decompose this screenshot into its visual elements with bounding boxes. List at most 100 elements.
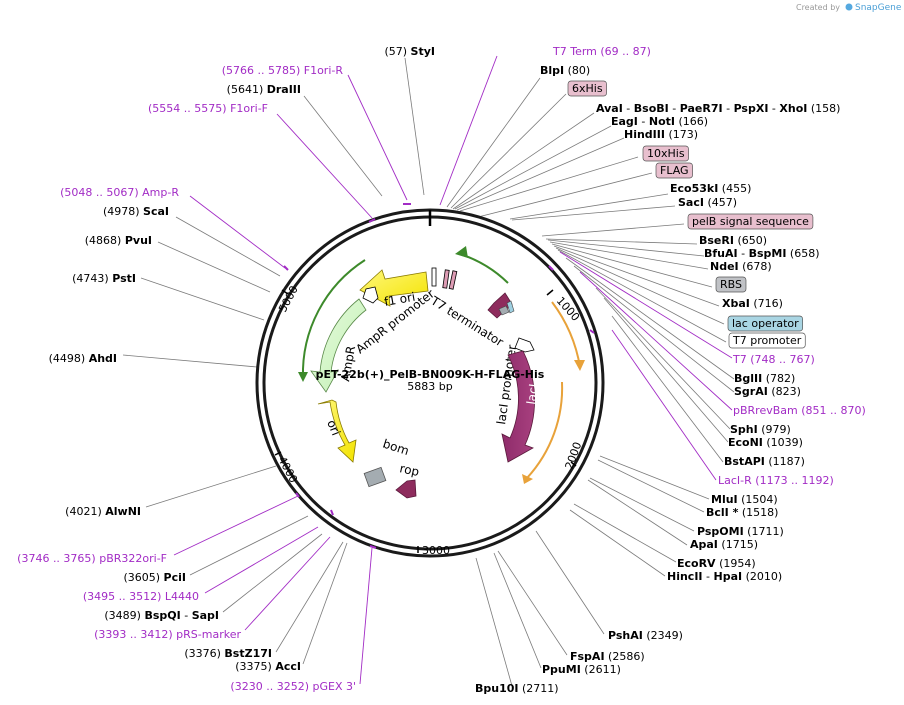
lead-ndei [549,241,709,270]
site-label-part: - [638,115,649,128]
site-label-part: (748 .. 767) [747,353,815,366]
site-label-part: (1039) [763,436,803,449]
lead-sgrai [573,265,735,393]
site-label-part: BseRI [699,234,734,247]
lead-saci [511,205,676,221]
site-label-text: BstAPI (1187) [724,455,805,468]
site-label-part: SgrAI [734,385,768,398]
site-label-part: (3393 .. 3412) [94,628,176,641]
right-site-label-29: EcoRV (1954) [677,557,756,570]
site-label-part: (69 .. 87) [597,45,651,58]
site-label-part: - [623,102,634,115]
left-site-label-6: (4978) ScaI [103,205,169,218]
site-label-text: EcoRV (1954) [677,557,756,570]
scale-tick-4000 [274,451,282,456]
t7-terminator-outer-arc [459,253,509,284]
left-site-label-13: (3495 .. 3512) L4440 [83,590,199,603]
right-site-label-4: HindIII (173) [624,128,698,141]
feature-box-label: RBS [720,278,742,291]
site-label-part: (650) [734,234,767,247]
site-label-part: AhdI [89,352,117,365]
site-label-part: PstI [112,272,136,285]
site-label-part: BfuAI [704,247,738,260]
right-site-label-6: FLAG [655,162,693,179]
lead-bspqi [222,533,323,613]
site-label-part: BspQI [144,609,180,622]
feature-box [642,145,689,162]
site-label-part: PspOMI [697,525,744,538]
site-label-part: BstZ17I [224,647,272,660]
site-label-part: pGEX 3' [312,680,356,693]
left-site-label-11: (3746 .. 3765) pBR322ori-F [17,552,167,565]
left-site-label-4: (5554 .. 5575) F1ori-F [148,102,268,115]
right-site-label-14: XbaI (716) [722,297,783,310]
site-label-part: (1711) [744,525,784,538]
site-label-part: (2349) [643,629,683,642]
right-site-label-17: T7 (748 .. 767) [732,353,815,366]
site-label-part: (1187) [765,455,805,468]
site-label-part: - [703,570,714,583]
site-label-text: (4868) PvuI [85,234,152,247]
lead-ppumi [493,552,542,669]
site-label-part: EcoRV [677,557,716,570]
site-label-part: BglII [734,372,762,385]
site-label-part: pRS-marker [176,628,241,641]
right-site-label-24: LacI-R (1173 .. 1192) [718,474,834,487]
lead-bcli [597,459,705,513]
site-label-part: T7 Term [552,45,597,58]
feature-box [687,213,814,230]
site-label-part: - [723,102,734,115]
site-label-part: (823) [768,385,801,398]
rbs-feature [498,305,510,316]
site-label-part: (979) [758,423,791,436]
right-site-label-0: BlpI (80) [540,64,590,77]
scale-tick-2000 [570,461,577,467]
feature-box-label: T7 promoter [732,334,802,347]
site-label-part: PvuI [125,234,152,247]
10xhis-feature [448,270,458,290]
site-label-part: (3376) [184,647,224,660]
site-label-part: SphI [730,423,758,436]
site-label-part: (5554 .. 5575) [148,102,230,115]
site-label-text: ApaI (1715) [690,538,758,551]
right-site-label-7: Eco53kI (455) [670,182,751,195]
right-site-label-30: HincII - HpaI (2010) [667,570,782,583]
site-label-text: T7 Term (69 .. 87) [552,45,651,58]
site-label-text: BlpI (80) [540,64,590,77]
feature-box [728,332,806,349]
right-site-label-1: 6xHis [567,80,607,97]
site-label-text: PpuMI (2611) [542,663,621,676]
site-label-part: BspMI [749,247,787,260]
lead-t7 [559,251,733,359]
laci-arrow [501,350,535,463]
site-label-text: SacI (457) [678,196,737,209]
6xhis-feature [442,269,450,289]
site-label-part: - [768,102,779,115]
site-label-part: (3489) [104,609,144,622]
lead-psti [140,277,265,321]
right-site-label-19: SgrAI (823) [734,385,801,398]
lead-pspomi [589,477,695,532]
site-label-part: AvaI [596,102,623,115]
lead-6xhis [450,93,567,209]
lead-ahdi [122,354,258,368]
credit-brand: SnapGene [855,3,902,13]
site-label-part: (4868) [85,234,125,247]
site-label-text: (4978) ScaI [103,205,169,218]
site-label-part: AlwNI [105,505,141,518]
lac-operator-feature [506,300,515,314]
left-site-label-12: (3605) PciI [123,571,186,584]
site-label-text: (4743) PstI [72,272,136,285]
scale-label-3000: 3000 [422,544,450,557]
site-label-part: PspXI [734,102,769,115]
feature-box [715,276,747,293]
feature-label-rop: rop [398,461,420,479]
right-site-label-15: lac operator [727,315,804,332]
site-label-part: - [669,102,680,115]
site-label-part: (782) [762,372,795,385]
primer-tick-l4440 [330,509,334,516]
lead-laci-r [611,329,717,481]
left-site-label-2: (5766 .. 5785) F1ori-R [222,64,344,77]
site-label-text: XbaI (716) [722,297,783,310]
site-label-part: (2711) [519,682,559,695]
